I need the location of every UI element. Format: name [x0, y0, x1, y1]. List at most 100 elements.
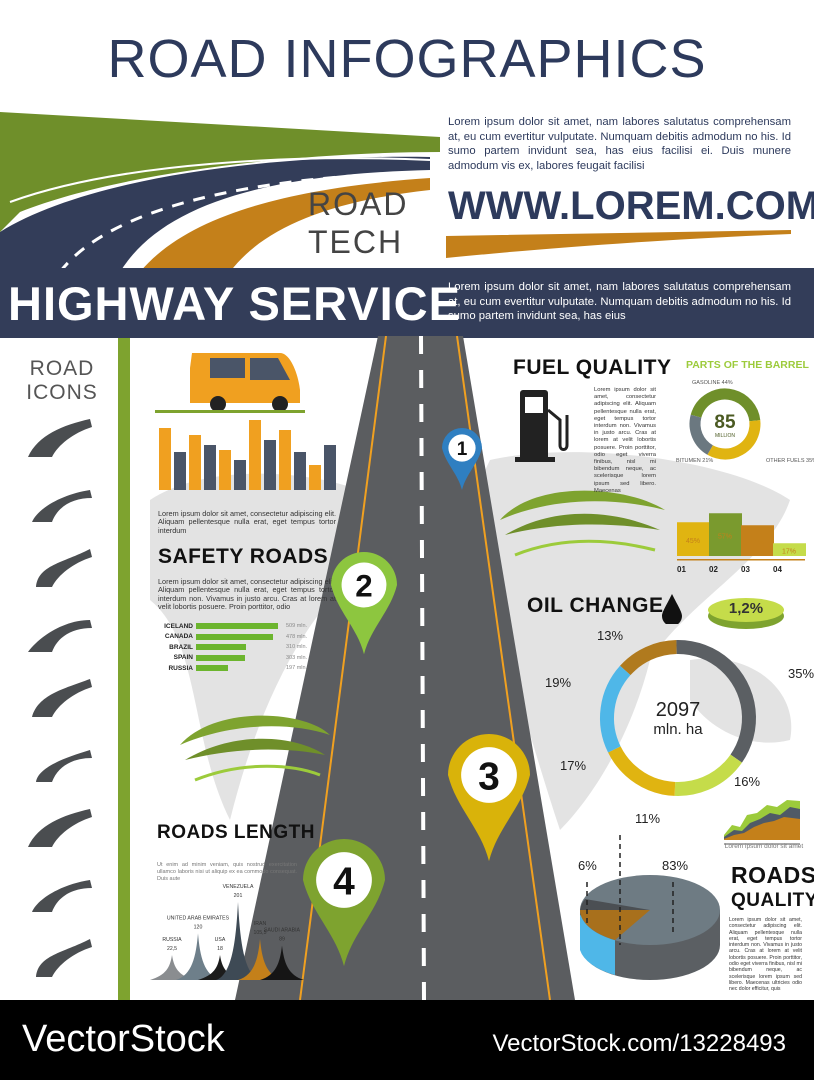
peak: [198, 955, 242, 980]
top-bar: [249, 420, 261, 490]
country-label: BRAZIL: [169, 643, 193, 651]
peak-value: 201: [234, 893, 243, 899]
road-icons-title: ROAD ICONS: [24, 357, 100, 405]
safety-bar: [196, 633, 273, 640]
green-divider: [118, 338, 130, 1000]
footer-url: VectorStock.com/13228493: [492, 1030, 786, 1057]
page-title: ROAD INFOGRAPHICS: [107, 29, 707, 89]
peak-label: VENEZUELA: [223, 884, 254, 890]
fuel-bar: [677, 522, 710, 556]
intro-text: Lorem ipsum dolor sit amet, nam labores …: [448, 116, 791, 172]
safety-bar: [196, 665, 228, 672]
top-bar: [264, 440, 276, 490]
oil-segment-label: 35%: [788, 666, 814, 681]
oil-segment-label: 19%: [545, 675, 571, 690]
peak-value: 22,5: [167, 946, 177, 952]
top-bar: [324, 445, 336, 490]
fuel-bar: [741, 525, 774, 556]
road-tech-line1: ROAD: [308, 186, 409, 222]
fuel-bar: [709, 513, 742, 556]
top-bar: [234, 460, 246, 490]
fuel-quality-title: FUEL QUALITY: [513, 356, 672, 379]
peak-value: 105,5: [254, 930, 267, 936]
road-icon: [28, 620, 92, 652]
road-icon-shape: [36, 939, 92, 977]
road-icon-shape: [36, 549, 92, 587]
peak-label: RUSSIA: [162, 937, 182, 943]
road-icon-shape: [36, 750, 92, 782]
peak: [150, 955, 194, 980]
top-bar-chart: [159, 420, 336, 490]
peak-value: 89: [279, 936, 285, 942]
fuel-bar-index: 03: [741, 565, 750, 574]
peak-label: UNITED ARAB EMIRATES: [167, 915, 230, 921]
highway-banner: [0, 268, 814, 338]
road-icon-shape: [32, 490, 92, 522]
road-icon: [36, 549, 92, 587]
safety-roads-title: SAFETY ROADS: [158, 545, 329, 568]
roads-quality-pie-chart: 11%6%83%: [578, 811, 720, 980]
oil-change-badge: 1,2%: [728, 600, 764, 617]
pin-center: [316, 852, 372, 908]
leaf-swoosh-left: [180, 715, 330, 782]
top-bar: [159, 428, 171, 490]
pin-center: [461, 747, 517, 803]
oil-segment: [600, 640, 756, 796]
pin-number: 3: [478, 755, 500, 798]
barrel-title: PARTS OF THE BARREL: [686, 359, 809, 371]
road-icon: [32, 880, 92, 912]
fuel-bar-label: 41%: [750, 540, 764, 547]
road-icon-shape: [32, 880, 92, 912]
peak: [216, 902, 260, 980]
peak: [260, 945, 304, 980]
pie-slice-6: [580, 899, 650, 910]
safety-value: 197 mln.: [286, 665, 308, 672]
safety-value: 509 mln.: [286, 623, 308, 630]
banner-text: Lorem ipsum dolor sit amet, nam labores …: [448, 281, 791, 322]
oil-segment-label: 13%: [597, 628, 623, 643]
safety-bar: [196, 644, 246, 651]
peak: [238, 939, 282, 980]
barrel-label-other: OTHER FUELS 35%: [766, 458, 814, 464]
pin-center: [341, 562, 387, 608]
area-chart: [724, 800, 800, 845]
road-icons-title-line2: ICONS: [26, 381, 98, 404]
oil-center-unit: mln. ha: [653, 721, 703, 738]
top-text: Lorem ipsum dolor sit amet, consectetur …: [158, 509, 336, 535]
country-label: SPAIN: [173, 654, 193, 662]
banner-title: HIGHWAY SERVICE: [8, 277, 461, 330]
fuel-bar-label: 45%: [686, 538, 700, 545]
road-icon-shape: [28, 419, 92, 457]
website-link[interactable]: WWW.LOREM.COM: [448, 184, 814, 228]
road-icon: [32, 679, 92, 717]
road-icon: [28, 419, 92, 457]
fuel-bar-label: 57%: [718, 534, 732, 541]
footer-brand: VectorStock: [22, 1018, 225, 1060]
road-icon-shape: [28, 809, 92, 847]
top-bar: [174, 452, 186, 490]
fuel-bar-label: 17%: [782, 549, 796, 556]
pin-center: [448, 434, 476, 462]
barrel-label-gasoline: GASOLINE 44%: [692, 380, 733, 386]
barrel-label-bitumen: BITUMEN 21%: [676, 458, 713, 464]
footer-bar: [0, 1000, 814, 1080]
leaf-swoosh-right: [500, 490, 665, 557]
country-label: RUSSIA: [168, 664, 193, 672]
road-icon-shape: [32, 679, 92, 717]
fuel-pump-icon: [515, 390, 569, 462]
safety-bar: [196, 654, 245, 661]
pin-number: 2: [355, 569, 372, 604]
road-icon: [32, 490, 92, 522]
barrel-segment: [689, 388, 761, 460]
safety-value: 310 mln.: [286, 644, 308, 651]
road-icon: [36, 939, 92, 977]
safety-bar: [196, 623, 278, 630]
country-label: CANADA: [164, 633, 193, 641]
van-icon: [155, 353, 305, 413]
